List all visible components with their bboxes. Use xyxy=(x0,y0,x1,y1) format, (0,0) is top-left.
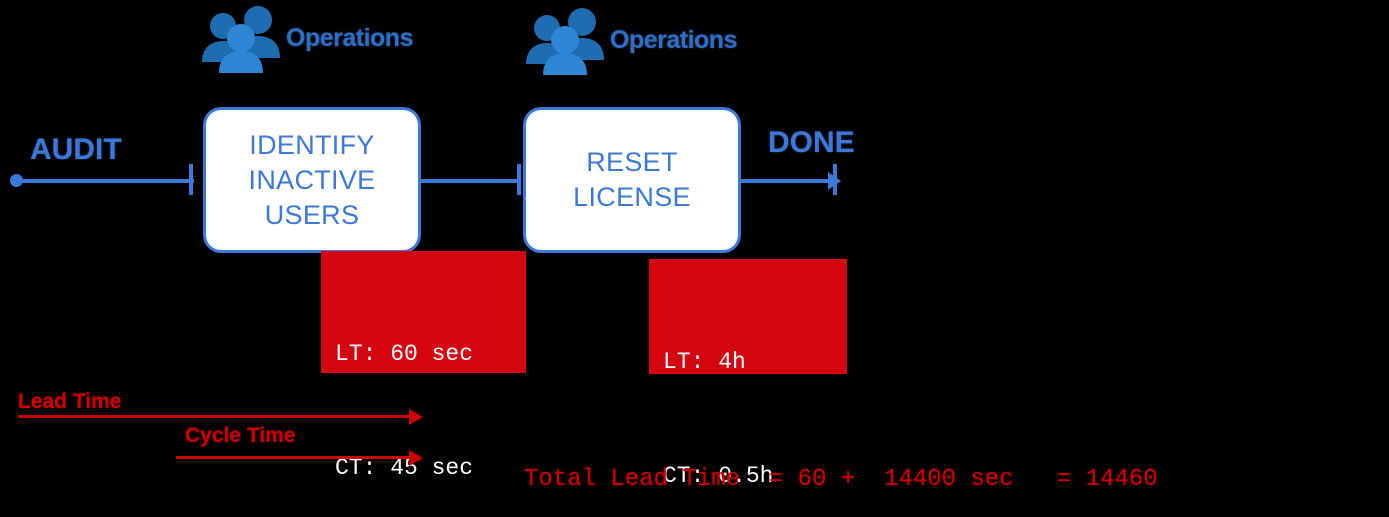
flow-line-audit xyxy=(16,179,194,183)
flow-stop-bar-icon-2 xyxy=(517,164,521,195)
process-line-1: RESET xyxy=(586,147,678,177)
process-line-1: IDENTIFY xyxy=(249,129,375,160)
process-line-2: LICENSE xyxy=(573,182,691,212)
lead-time-line xyxy=(18,415,414,418)
flow-label-start: AUDIT xyxy=(30,133,122,166)
cycle-time-label: Cycle Time xyxy=(185,424,296,447)
department-label: Operations xyxy=(286,23,413,52)
cycle-time-line xyxy=(176,456,414,459)
cycle-time-arrowhead-icon xyxy=(409,450,423,466)
metric-lead-time: LT: 60 sec xyxy=(335,341,474,367)
lead-time-label: Lead Time xyxy=(18,390,122,413)
flow-arrowhead-icon xyxy=(828,172,841,190)
process-box-identify-inactive-users[interactable]: IDENTIFY INACTIVE USERS xyxy=(203,107,421,253)
lead-time-arrowhead-icon xyxy=(409,409,423,425)
process-line-2: INACTIVE xyxy=(248,164,376,195)
department-operations-2: Operations xyxy=(520,4,737,76)
metric-lead-time: LT: 4h xyxy=(663,349,746,375)
data-box-reset-license: LT: 4h CT: 0.5h %E: 6.25% xyxy=(649,259,847,489)
metric-cycle-time: CT: 45 sec xyxy=(335,455,474,481)
summary-calculations: Total Lead Time = 60 + 14400 sec = 14460… xyxy=(524,392,1187,517)
flow-stop-bar-icon xyxy=(189,164,193,195)
process-line-3: USERS xyxy=(264,199,360,230)
flow-label-end: DONE xyxy=(768,126,855,159)
department-label: Operations xyxy=(610,25,737,54)
people-group-icon xyxy=(520,4,612,76)
summary-total-lead-time: Total Lead Time = 60 + 14400 sec = 14460 xyxy=(524,466,1158,493)
flow-line-between-processes xyxy=(421,179,519,183)
metric-cycle-time: CT: 0.5h xyxy=(663,463,774,489)
people-group-icon xyxy=(196,2,288,74)
department-operations-1: Operations xyxy=(196,2,413,74)
process-box-reset-license[interactable]: RESET LICENSE xyxy=(523,107,741,253)
data-box-identify-inactive-users: LT: 60 sec CT: 45 sec %E: 75% xyxy=(321,251,526,481)
flow-line-done xyxy=(741,179,833,183)
